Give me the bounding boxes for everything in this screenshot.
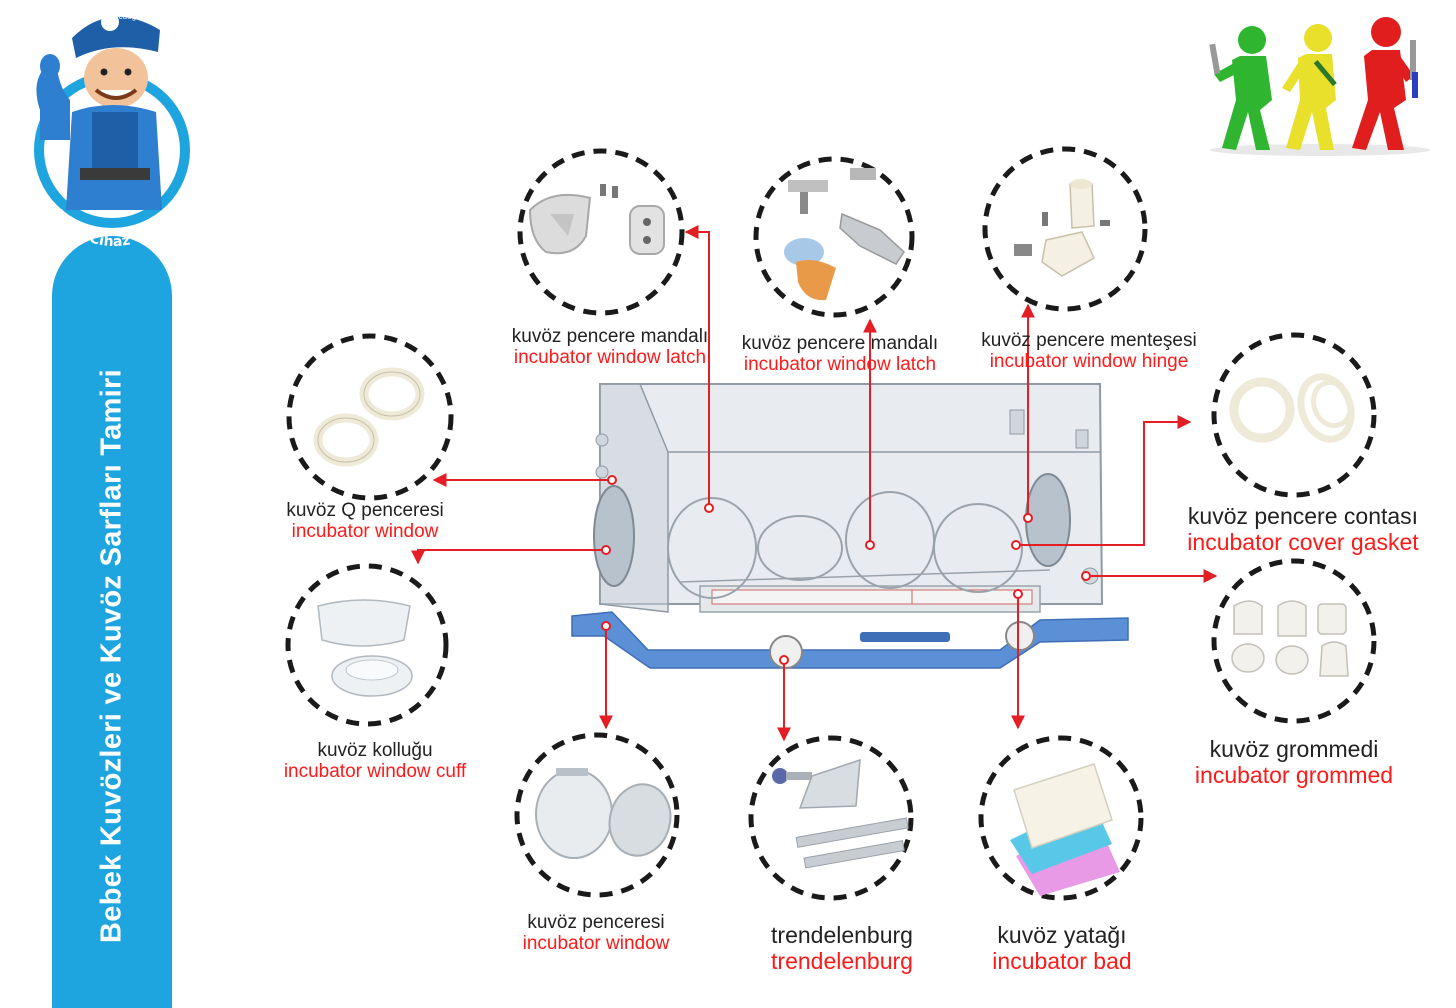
label-latch-1-tr: kuvöz pencere mandalı <box>511 326 709 347</box>
label-bed-tr: kuvöz yatağı <box>997 922 1127 948</box>
latch-2-image <box>784 168 905 301</box>
label-latch-2: kuvöz pencere mandalı incubator window l… <box>736 333 944 375</box>
part-circle-hinge <box>982 146 1148 312</box>
label-hinge-tr: kuvöz pencere menteşesi <box>981 330 1197 351</box>
label-window-tr: kuvöz penceresi <box>527 912 665 933</box>
label-latch-2-en: incubator window latch <box>743 354 937 375</box>
sidebar-banner: Bebek Kuvözleri ve Kuvöz Sarfları Tamiri <box>52 236 172 1008</box>
grommed-image <box>1231 600 1349 677</box>
hinge-image <box>1014 179 1110 277</box>
label-latch-1-en: incubator window latch <box>513 347 707 368</box>
label-hinge: kuvöz pencere menteşesi incubator window… <box>978 330 1200 372</box>
q-window-image <box>313 367 425 467</box>
label-cover-gasket-en: incubator cover gasket <box>1187 529 1419 555</box>
label-window: kuvöz penceresi incubator window <box>508 912 684 954</box>
label-grommed-en: incubator grommed <box>1194 762 1394 788</box>
part-circle-trendelenburg <box>748 735 914 901</box>
part-circle-latch-2 <box>753 156 915 318</box>
part-circle-q-window <box>286 333 454 501</box>
incubator-illustration <box>571 383 1129 669</box>
label-bed: kuvöz yatağı incubator bad <box>972 922 1152 974</box>
label-q-window-en: incubator window <box>291 521 439 542</box>
label-grommed: kuvöz grommedi incubator grommed <box>1184 736 1404 788</box>
label-cuff-tr: kuvöz kolluğu <box>317 740 433 761</box>
label-cover-gasket-tr: kuvöz pencere contası <box>1187 503 1419 529</box>
window-image <box>535 768 672 859</box>
label-hinge-en: incubator window hinge <box>989 351 1189 372</box>
label-trendelenburg-tr: trendelenburg <box>771 922 913 948</box>
label-trendelenburg: trendelenburg trendelenburg <box>752 922 932 974</box>
label-cuff: kuvöz kolluğu incubator window cuff <box>268 740 482 782</box>
label-grommed-tr: kuvöz grommedi <box>1209 736 1379 762</box>
label-bed-en: incubator bad <box>992 948 1132 974</box>
label-cuff-en: incubator window cuff <box>283 761 467 782</box>
team-figures-logo <box>1209 17 1430 156</box>
label-latch-1: kuvöz pencere mandalı incubator window l… <box>510 326 710 368</box>
part-circle-latch-1 <box>517 148 685 316</box>
bed-image <box>1010 763 1120 896</box>
cover-gasket-image <box>1229 373 1355 443</box>
label-latch-2-tr: kuvöz pencere mandalı <box>741 333 939 354</box>
mascot-logo: Tıbbi Cihaz Tamiri <box>34 13 190 250</box>
label-trendelenburg-en: trendelenburg <box>771 948 913 974</box>
part-circle-grommed <box>1211 558 1377 724</box>
cap-icon <box>72 16 160 58</box>
label-q-window: kuvöz Q penceresi incubator window <box>274 500 456 542</box>
label-q-window-tr: kuvöz Q penceresi <box>286 500 444 521</box>
trendelenburg-image <box>772 758 909 869</box>
cuff-image <box>317 599 413 697</box>
label-cover-gasket: kuvöz pencere contası incubator cover ga… <box>1172 503 1434 555</box>
label-window-en: incubator window <box>522 933 670 954</box>
brand-logo-text: pulcuoglu <box>108 12 143 21</box>
latch-1-image <box>528 184 665 255</box>
